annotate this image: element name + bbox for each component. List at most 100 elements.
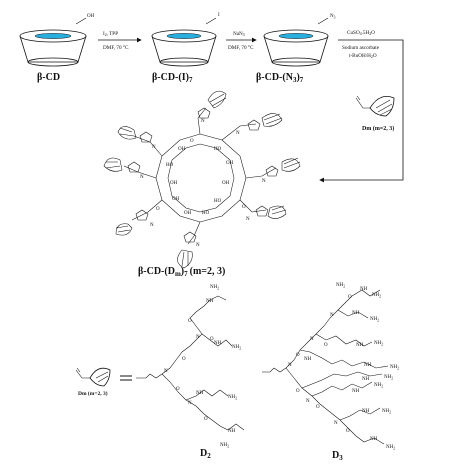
svg-text:NH2: NH2 (370, 317, 379, 323)
product-structure: OH HO O OH HO OH OH OH HO OH HO O O N N … (103, 90, 301, 269)
svg-text:O: O (346, 429, 350, 434)
svg-text:N: N (201, 119, 205, 124)
svg-text:NH2: NH2 (232, 345, 241, 351)
svg-text:N: N (196, 335, 200, 340)
beta-cd-iodo-cone (151, 17, 217, 67)
svg-text:O: O (188, 319, 192, 324)
svg-text:NH: NH (362, 377, 370, 382)
svg-text:OH: OH (172, 197, 180, 202)
svg-text:O: O (190, 139, 194, 144)
svg-text:NH: NH (196, 391, 204, 396)
svg-text:NH: NH (304, 357, 312, 362)
svg-text:NH: NH (364, 363, 372, 368)
svg-text:HO: HO (166, 163, 174, 168)
dm-definition-icon (75, 367, 111, 387)
svg-text:NH: NH (352, 311, 360, 316)
equals-sign (120, 375, 132, 381)
svg-text:β-CD-(I)7: β-CD-(I)7 (152, 72, 193, 84)
step2-solvent: DMF, 70 °C (228, 44, 254, 51)
svg-text:NH: NH (360, 287, 368, 292)
step3-reductant: Sodium ascorbate (342, 45, 380, 51)
iodo-substituent: I (218, 13, 220, 18)
oh-substituent: OH (87, 14, 95, 19)
svg-text:OH: OH (178, 147, 186, 152)
svg-text:N: N (246, 217, 250, 222)
step3-solvent: t-BuOH/H2O (349, 53, 377, 59)
svg-text:O: O (348, 295, 352, 300)
step3-catalyst: CuSO4.5H2O (347, 30, 375, 36)
triazole-n-labels: N N N N N N N N (140, 119, 266, 248)
svg-text:NH2: NH2 (228, 395, 237, 401)
svg-text:NH2: NH2 (382, 409, 391, 415)
d2-label: D2 (200, 448, 211, 460)
svg-text:OH: OH (222, 181, 230, 186)
svg-text:NH: NH (370, 437, 378, 442)
svg-text:NH2: NH2 (374, 383, 383, 389)
svg-text:NH: NH (362, 409, 370, 414)
svg-text:NH2: NH2 (386, 445, 395, 451)
svg-text:N: N (310, 337, 314, 342)
dm-label-lower: Dm (m=2, 3) (78, 390, 108, 397)
svg-text:HO: HO (202, 211, 210, 216)
hydroxyl-labels: OH HO O OH HO OH OH OH HO OH HO O O (156, 139, 246, 216)
svg-text:O: O (316, 405, 320, 410)
svg-text:N: N (140, 175, 144, 180)
svg-text:β-CD-(Dm)7(m=2, 3): β-CD-(Dm)7(m=2, 3) (138, 266, 225, 278)
step2-reagents: NaN3 (233, 31, 245, 37)
svg-text:OH: OH (184, 211, 192, 216)
svg-text:OH: OH (170, 181, 178, 186)
svg-text:NH2: NH2 (390, 365, 399, 371)
beta-cd-azide-label: β-CD-(N3)7 (256, 72, 304, 84)
svg-text:OH: OH (226, 161, 234, 166)
svg-text:NH: NH (214, 341, 222, 346)
svg-text:HO: HO (214, 147, 222, 152)
dendron-d2-structure: N N N O O O O O NH NH NH NH NH2 NH2 NH2 … (136, 285, 245, 449)
svg-text:NH2: NH2 (384, 375, 393, 381)
dm-label: Dm (m=2, 3) (362, 125, 394, 132)
svg-text:NH: NH (228, 429, 236, 434)
svg-text:N: N (306, 399, 310, 404)
product-label: β-CD-(Dm)7(m=2, 3) (138, 266, 225, 278)
svg-text:NH2: NH2 (374, 341, 383, 347)
svg-text:NH: NH (356, 343, 364, 348)
svg-text:N: N (196, 243, 200, 248)
svg-text:N: N (164, 369, 168, 374)
beta-cd-azide-cone (263, 17, 329, 67)
svg-text:O: O (324, 343, 328, 348)
svg-text:N: N (188, 401, 192, 406)
arrow-step3 (319, 39, 404, 183)
svg-text:NH2: NH2 (210, 285, 219, 291)
svg-text:HO: HO (214, 199, 222, 204)
svg-text:N: N (262, 179, 266, 184)
svg-text:NH2: NH2 (220, 443, 229, 449)
svg-text:N: N (288, 363, 292, 368)
beta-cd-label: β-CD (37, 72, 60, 83)
svg-text:N: N (152, 145, 156, 150)
svg-text:N: N (334, 421, 338, 426)
dendron-d3-structure: N N N N N O O O O O O NH NH NH NH NH NH … (262, 283, 399, 451)
svg-text:N: N (150, 223, 154, 228)
svg-text:O: O (242, 205, 246, 210)
svg-text:N: N (330, 313, 334, 318)
svg-text:O: O (210, 337, 214, 342)
svg-text:β-CD-(N3)7: β-CD-(N3)7 (256, 72, 304, 84)
azide-substituent: N3 (330, 14, 336, 20)
svg-text:NH: NH (206, 299, 214, 304)
svg-text:O: O (182, 357, 186, 362)
svg-text:N: N (236, 131, 240, 136)
svg-text:O: O (176, 387, 180, 392)
svg-text:O: O (296, 389, 300, 394)
svg-text:NH: NH (352, 389, 360, 394)
step1-solvent: DMF, 70 °C (103, 44, 129, 51)
svg-text:NH2: NH2 (372, 293, 381, 299)
svg-text:O: O (156, 207, 160, 212)
step1-reagents: I2, TPP (103, 31, 118, 37)
dendron-dm-icon (355, 95, 395, 117)
svg-text:O: O (204, 417, 208, 422)
svg-text:O: O (296, 353, 300, 358)
svg-text:NH2: NH2 (336, 283, 345, 289)
beta-cd-cone (19, 17, 87, 67)
d3-label: D3 (332, 450, 343, 462)
